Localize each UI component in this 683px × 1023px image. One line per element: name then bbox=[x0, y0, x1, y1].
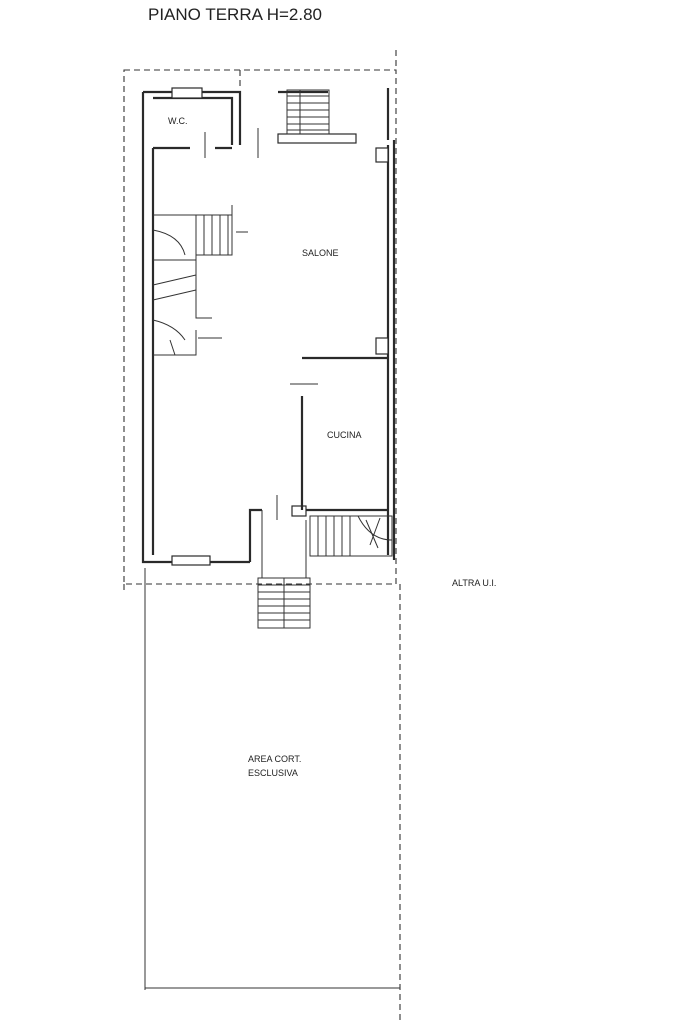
neighbor-unit-label: ALTRA U.I. bbox=[452, 578, 496, 588]
entrance-steps bbox=[257, 510, 311, 629]
internal-staircase bbox=[152, 205, 248, 356]
room-label-salone: SALONE bbox=[302, 248, 339, 258]
window-openings bbox=[171, 87, 389, 566]
lower-right-staircase bbox=[309, 515, 393, 557]
wc-partition bbox=[153, 128, 259, 158]
property-boundary bbox=[123, 50, 401, 1020]
area-label-line2: ESCLUSIVA bbox=[248, 768, 298, 778]
room-label-wc: W.C. bbox=[168, 116, 188, 126]
plan-title: PIANO TERRA H=2.80 bbox=[148, 5, 322, 24]
area-label-line1: AREA CORT. bbox=[248, 754, 301, 764]
room-label-cucina: CUCINA bbox=[327, 430, 362, 440]
courtyard-area bbox=[144, 568, 400, 990]
kitchen-partition bbox=[276, 356, 388, 520]
upper-staircase bbox=[286, 89, 330, 135]
exterior-walls bbox=[141, 88, 396, 564]
